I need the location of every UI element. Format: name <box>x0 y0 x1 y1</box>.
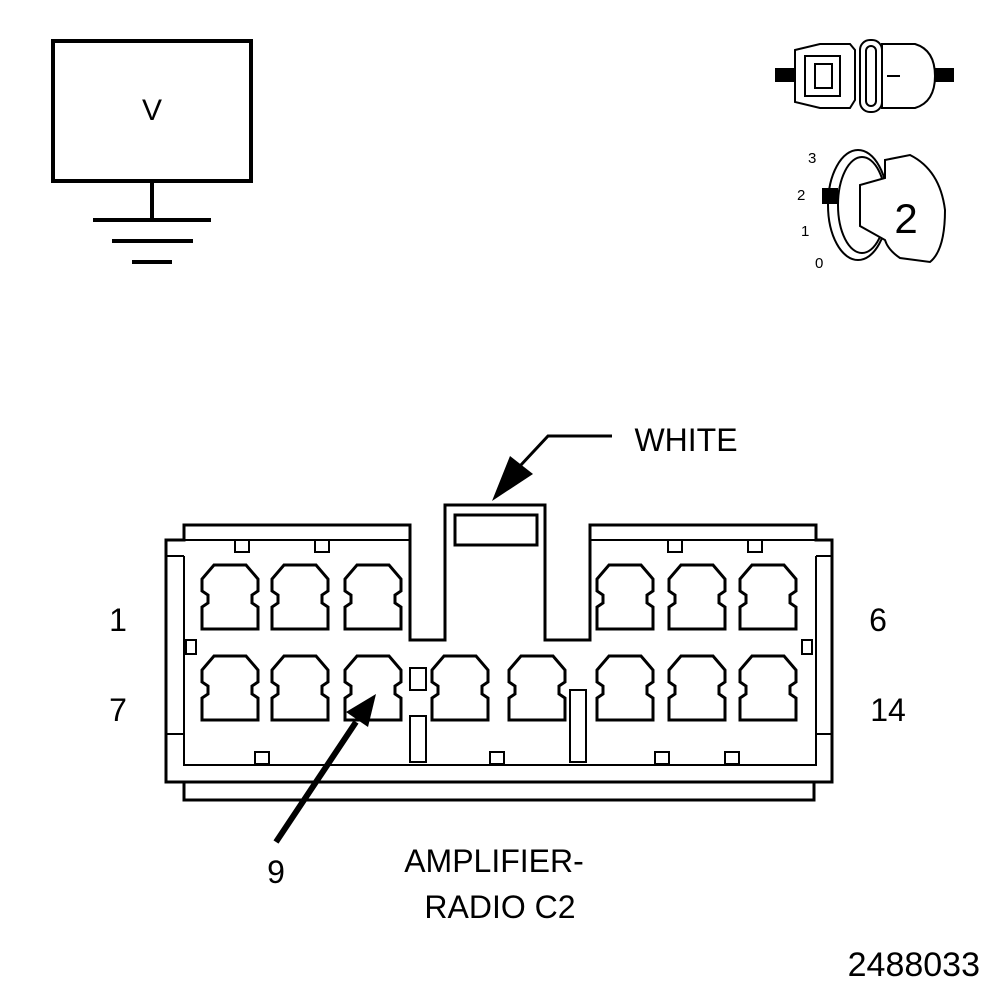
figure-id: 2488033 <box>848 946 980 984</box>
key-position-3: 3 <box>808 150 816 167</box>
pin-label-14: 14 <box>870 692 906 728</box>
key-position-2: 2 <box>797 187 805 204</box>
terminal-cavity-4 <box>595 563 655 631</box>
terminal-cavity-3 <box>343 563 403 631</box>
terminal-cavity-13 <box>667 654 727 722</box>
connector-color-label: WHITE <box>634 422 737 458</box>
key-switch-icon: 3 2 1 0 2 <box>797 149 947 272</box>
connector-cavities <box>200 563 798 722</box>
terminal-cavity-2 <box>270 563 330 631</box>
pin-callout: 9 <box>267 694 376 890</box>
ground-icon <box>93 218 211 264</box>
pin-label-1: 1 <box>109 602 127 638</box>
terminal-cavity-11 <box>507 654 567 722</box>
color-callout: WHITE <box>492 422 738 501</box>
connector-plug-icon <box>775 39 954 113</box>
pin-label-6: 6 <box>869 602 887 638</box>
terminal-cavity-6 <box>738 563 798 631</box>
terminal-cavity-1 <box>200 563 260 631</box>
terminal-cavity-14 <box>738 654 798 722</box>
terminal-cavity-9 <box>343 654 403 722</box>
voltmeter-label: V <box>142 94 162 127</box>
key-selected-position: 2 <box>894 195 917 242</box>
key-position-1: 1 <box>801 223 809 240</box>
connector-face <box>164 503 834 802</box>
connector-name-line1: AMPLIFIER- <box>404 843 584 879</box>
connector-name-line2: RADIO C2 <box>424 889 575 925</box>
terminal-cavity-7 <box>200 654 260 722</box>
terminal-cavity-8 <box>270 654 330 722</box>
voltmeter-symbol: V <box>51 39 253 264</box>
callout-pin-number: 9 <box>267 854 285 890</box>
terminal-cavity-12 <box>595 654 655 722</box>
terminal-cavity-10 <box>430 654 490 722</box>
key-position-0: 0 <box>815 255 823 272</box>
pin-label-7: 7 <box>109 692 127 728</box>
terminal-cavity-5 <box>667 563 727 631</box>
